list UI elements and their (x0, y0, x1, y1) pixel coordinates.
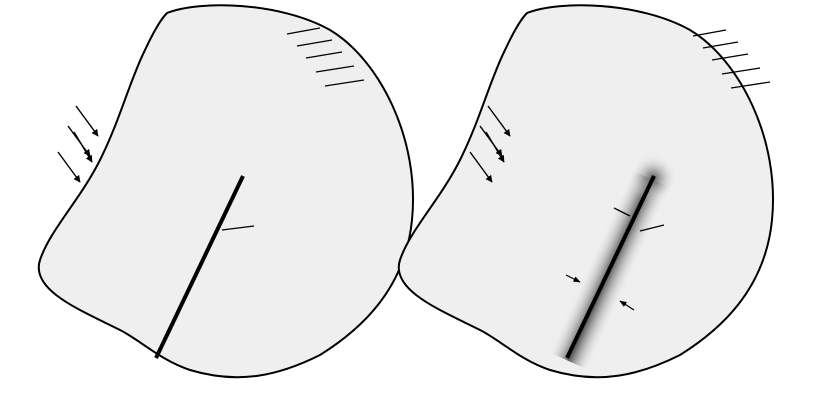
elastic-body (37, 4, 414, 379)
elastic-body (397, 4, 774, 379)
normal-vector-icon (613, 207, 631, 217)
normal-vector-icon (639, 224, 665, 232)
crack-icon (154, 175, 245, 359)
opening-arrow-icon (565, 274, 581, 283)
opening-arrow-icon (619, 300, 635, 311)
normal-vector-icon (221, 225, 255, 231)
traction-arrow-icon (469, 105, 511, 183)
fixed-support-hatch-icon (286, 27, 365, 87)
crack-icon (565, 175, 656, 359)
traction-arrow-icon (57, 105, 99, 183)
fixed-support-hatch-icon (692, 29, 771, 89)
panel-left (37, 4, 414, 379)
panel-right (397, 4, 774, 379)
